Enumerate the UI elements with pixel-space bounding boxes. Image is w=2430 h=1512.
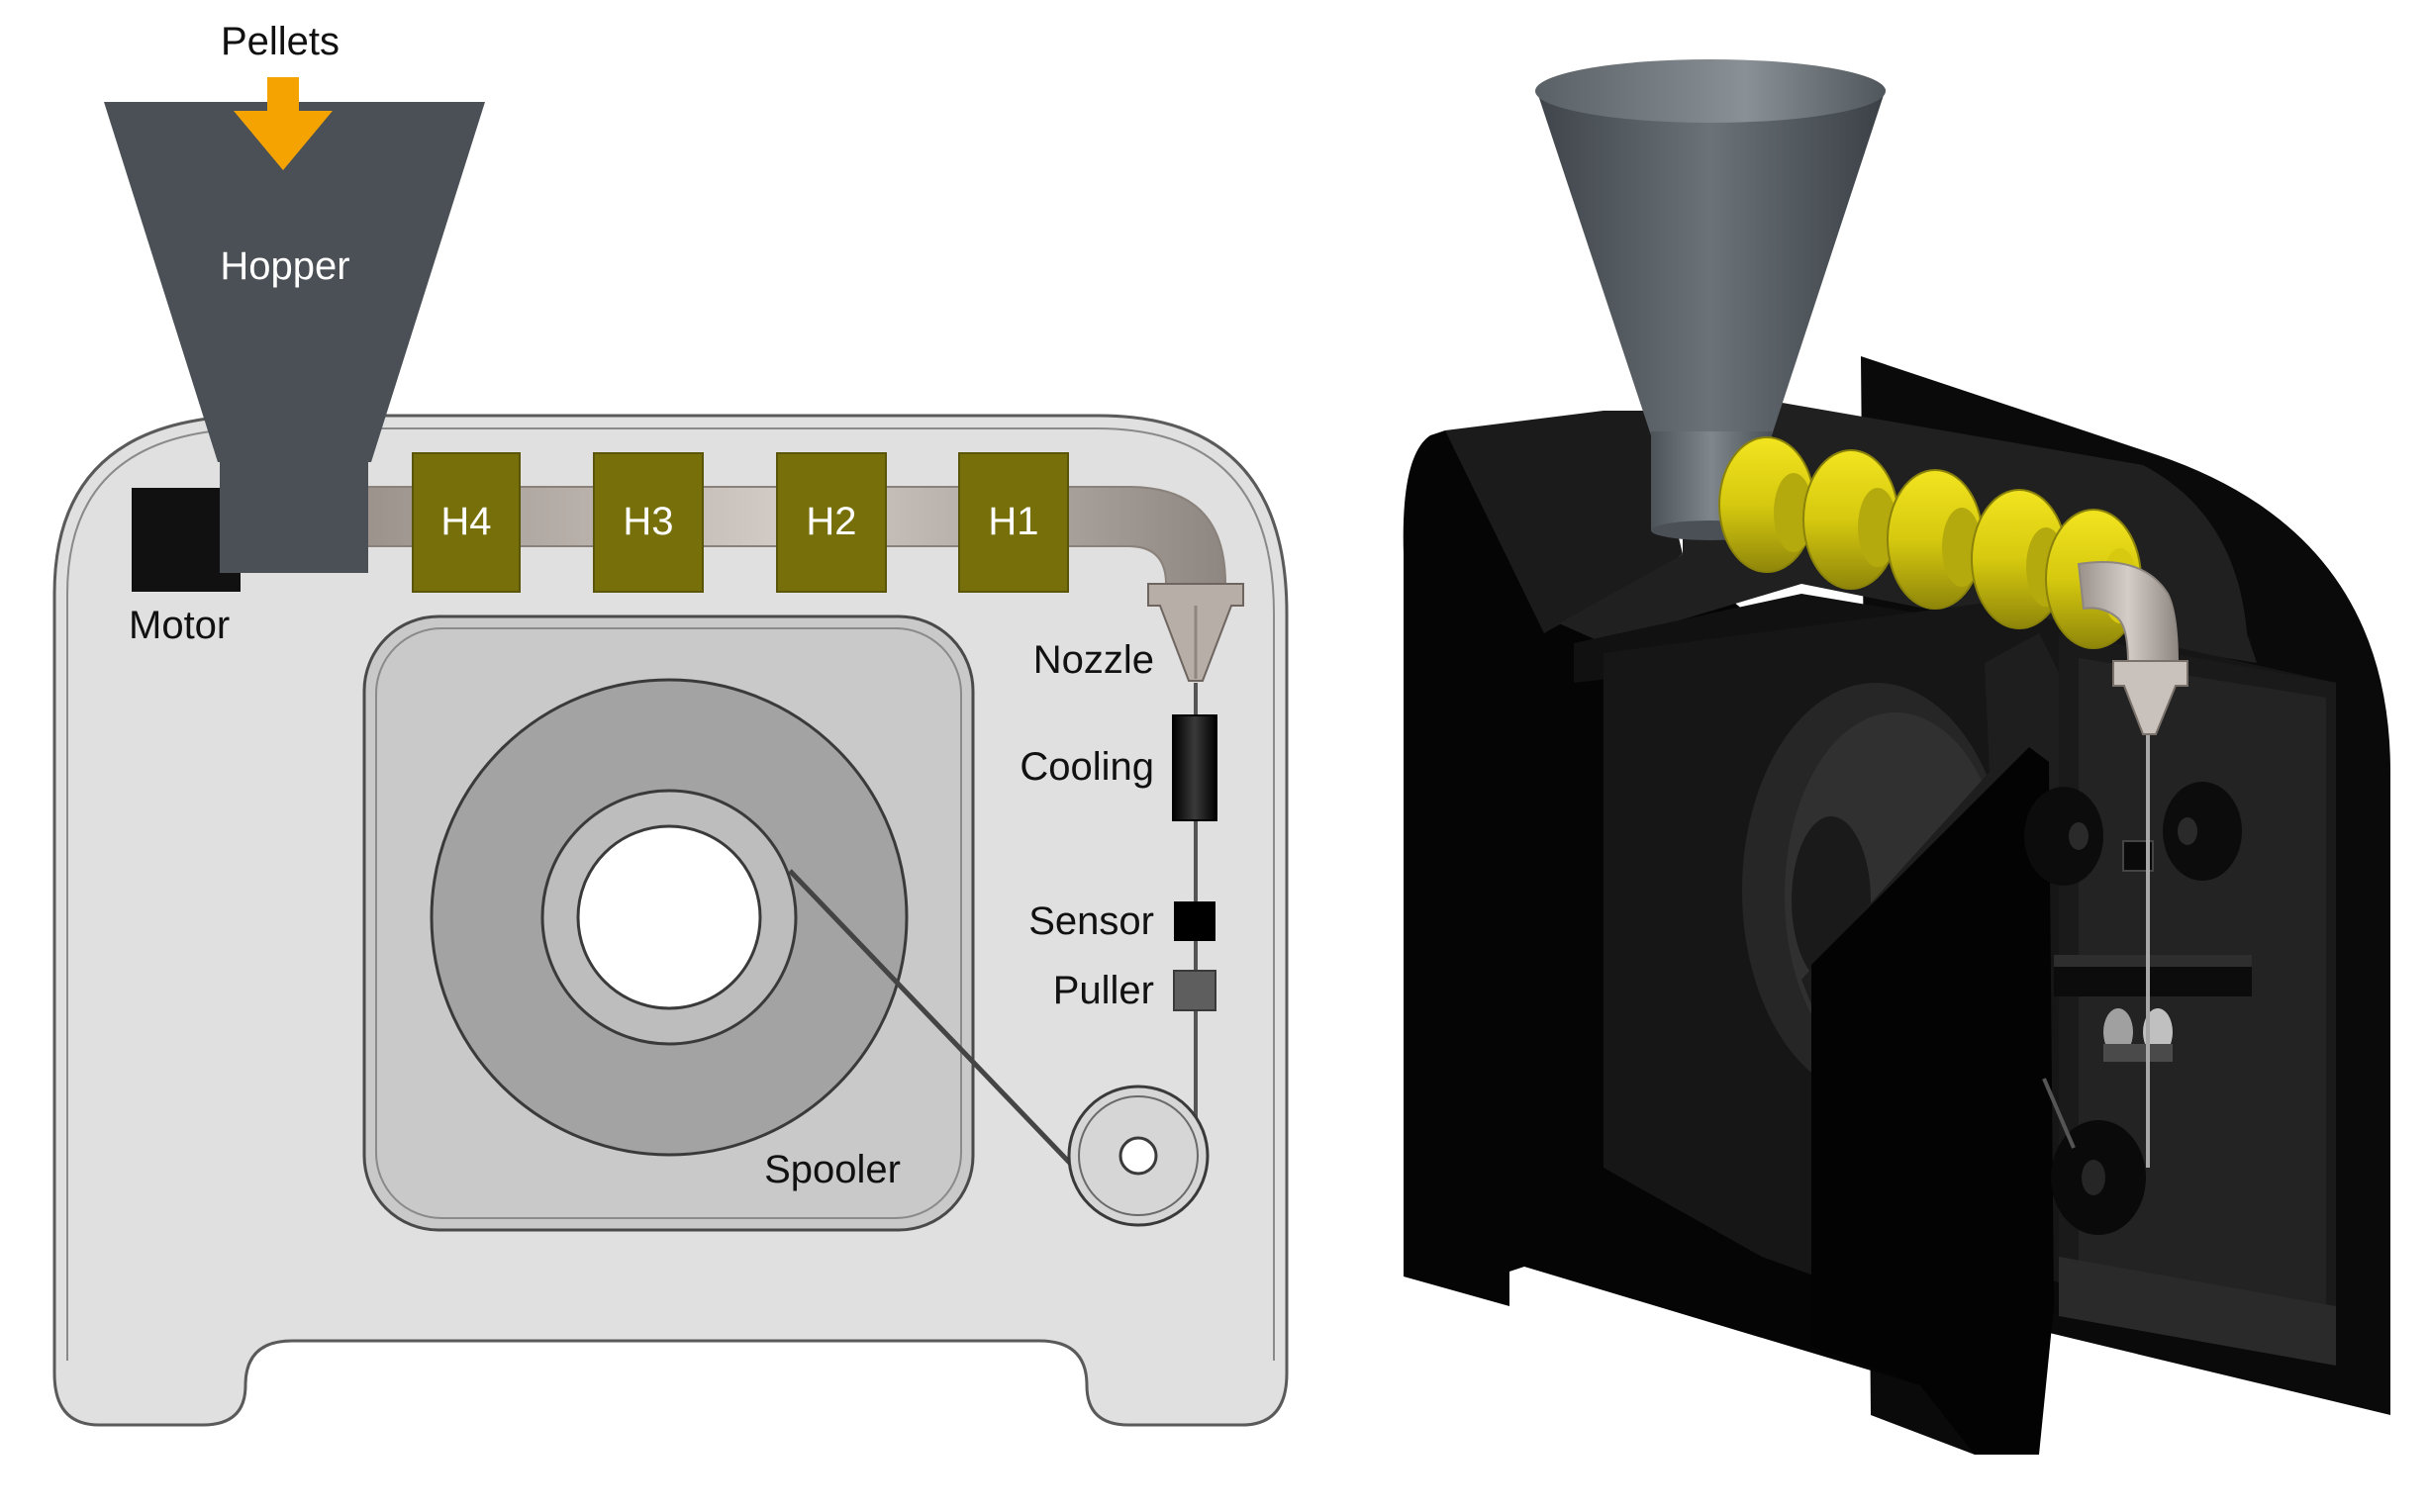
label-h4: H4	[440, 500, 491, 543]
puller-unit	[1173, 970, 1216, 1011]
heater-h1	[958, 452, 1069, 593]
filament-to-spool	[788, 869, 1086, 1180]
hopper-3d-body	[1536, 89, 1886, 435]
pellets-arrow	[234, 77, 333, 170]
hopper	[104, 102, 485, 462]
sensor-bar	[2054, 965, 2252, 996]
sensor-unit	[1174, 901, 1215, 941]
label-h1: H1	[988, 500, 1038, 543]
mechanism-back	[2079, 658, 2326, 1346]
hopper-3d-top	[1535, 59, 1886, 123]
label-h2: H2	[806, 500, 856, 543]
enclosure-top-left	[1445, 411, 1683, 633]
label-cooling: Cooling	[1020, 745, 1154, 789]
heater-h2	[776, 452, 887, 593]
hopper-neck	[220, 462, 368, 573]
spool-hole	[576, 824, 762, 1010]
puller-base	[2103, 1044, 2173, 1062]
label-hopper: Hopper	[220, 244, 349, 288]
label-sensor: Sensor	[1028, 899, 1154, 943]
schematic-2d: H4 H3 H2 H1 Pellets Hopper Motor Nozzle …	[52, 20, 1289, 1427]
label-puller: Puller	[1053, 969, 1154, 1012]
nozzle-3d	[2112, 660, 2188, 735]
guide-wheel-3d-hub	[2082, 1160, 2105, 1195]
label-motor: Motor	[129, 604, 230, 647]
label-pellets: Pellets	[221, 20, 340, 63]
label-nozzle: Nozzle	[1033, 638, 1154, 682]
render-3d	[1403, 59, 2390, 1455]
cooling-roller-right-hub	[2178, 817, 2197, 845]
heater-h4	[412, 452, 521, 593]
guide-pulley-hub	[1118, 1136, 1158, 1176]
spooler-compartment-inner	[375, 627, 962, 1219]
cooling-unit	[1172, 714, 1217, 821]
label-spooler: Spooler	[764, 1148, 901, 1191]
cooling-roller-left	[2024, 787, 2103, 886]
guide-pulley-ring	[1078, 1095, 1199, 1216]
housing-inner-edge	[66, 427, 1275, 1361]
enclosure-front-center	[1811, 747, 2054, 1455]
sensor-bar-top	[2054, 955, 2252, 967]
filament-3d-to-spool	[2042, 1078, 2076, 1149]
cooling-roller-right	[2163, 782, 2242, 881]
label-h3: H3	[623, 500, 673, 543]
mechanism-floor	[2059, 1257, 2336, 1366]
heater-h3	[593, 452, 704, 593]
heaters-3d	[1718, 436, 2142, 649]
cooling-roller-left-hub	[2069, 822, 2089, 850]
